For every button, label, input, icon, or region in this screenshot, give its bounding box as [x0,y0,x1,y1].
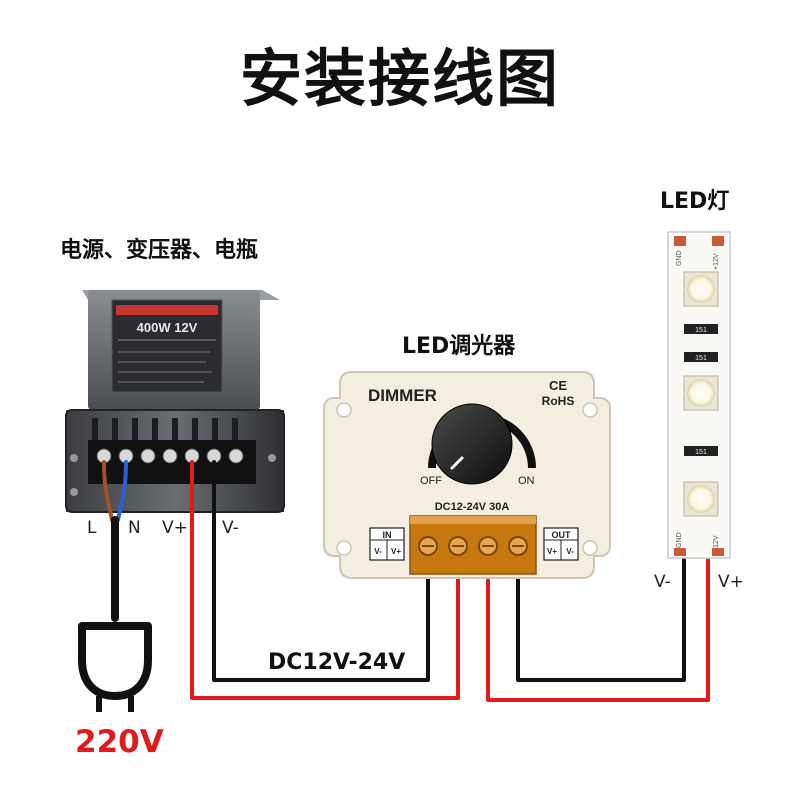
psu-terminal-vplus: V+ [162,518,188,538]
pad-label-gnd-top: GND [676,250,683,266]
resistor-code: 151 [695,449,707,456]
psu-terminal-l: L [87,518,96,538]
led-chip [687,275,715,303]
power-supply: 400W 12V [66,290,284,512]
in-terminal-label: V+ [391,547,401,556]
dimmer-knob[interactable] [432,404,512,484]
out-label: OUT [552,530,572,540]
dimmer-body: DIMMER CE RoHS OFF ON DC12-24V 30A IN V- [324,372,610,578]
dimmer-spec-text: DC12-24V 30A [435,501,510,513]
psu-rating-text: 400W 12V [137,320,198,335]
resistor-code: 151 [695,327,707,334]
off-label: OFF [420,475,442,487]
psu-terminal-vminus: V- [222,518,239,538]
rohs-mark: RoHS [542,394,575,408]
plug-icon [82,626,148,712]
dc-voltage-label: DC12V-24V [268,650,405,675]
on-label: ON [518,475,535,487]
dimmer-label: LED调光器 [402,328,515,360]
led-strip: GND +12V 151 151 151 GND +12V [668,232,730,558]
led-chip [687,379,715,407]
pad-label-12v-top: +12V [713,253,720,270]
power-supply-label: 电源、变压器、电瓶 [60,232,258,264]
resistor-code: 151 [695,355,707,362]
dimmer-brand-text: DIMMER [368,386,437,405]
led-light-label: LED灯 [660,183,729,215]
mains-voltage-label: 220V [75,724,164,760]
in-terminal-label: V- [374,547,382,556]
ce-mark: CE [549,378,567,393]
led-terminal-vplus: V+ [718,572,744,592]
led-terminal-vminus: V- [654,572,671,592]
pad-label-gnd-bottom: GND [676,532,683,548]
out-terminal-label: V+ [547,547,557,556]
psu-terminal-n: N [128,518,141,538]
in-label: IN [383,530,392,540]
out-terminal-label: V- [566,547,574,556]
led-chip [687,485,715,513]
